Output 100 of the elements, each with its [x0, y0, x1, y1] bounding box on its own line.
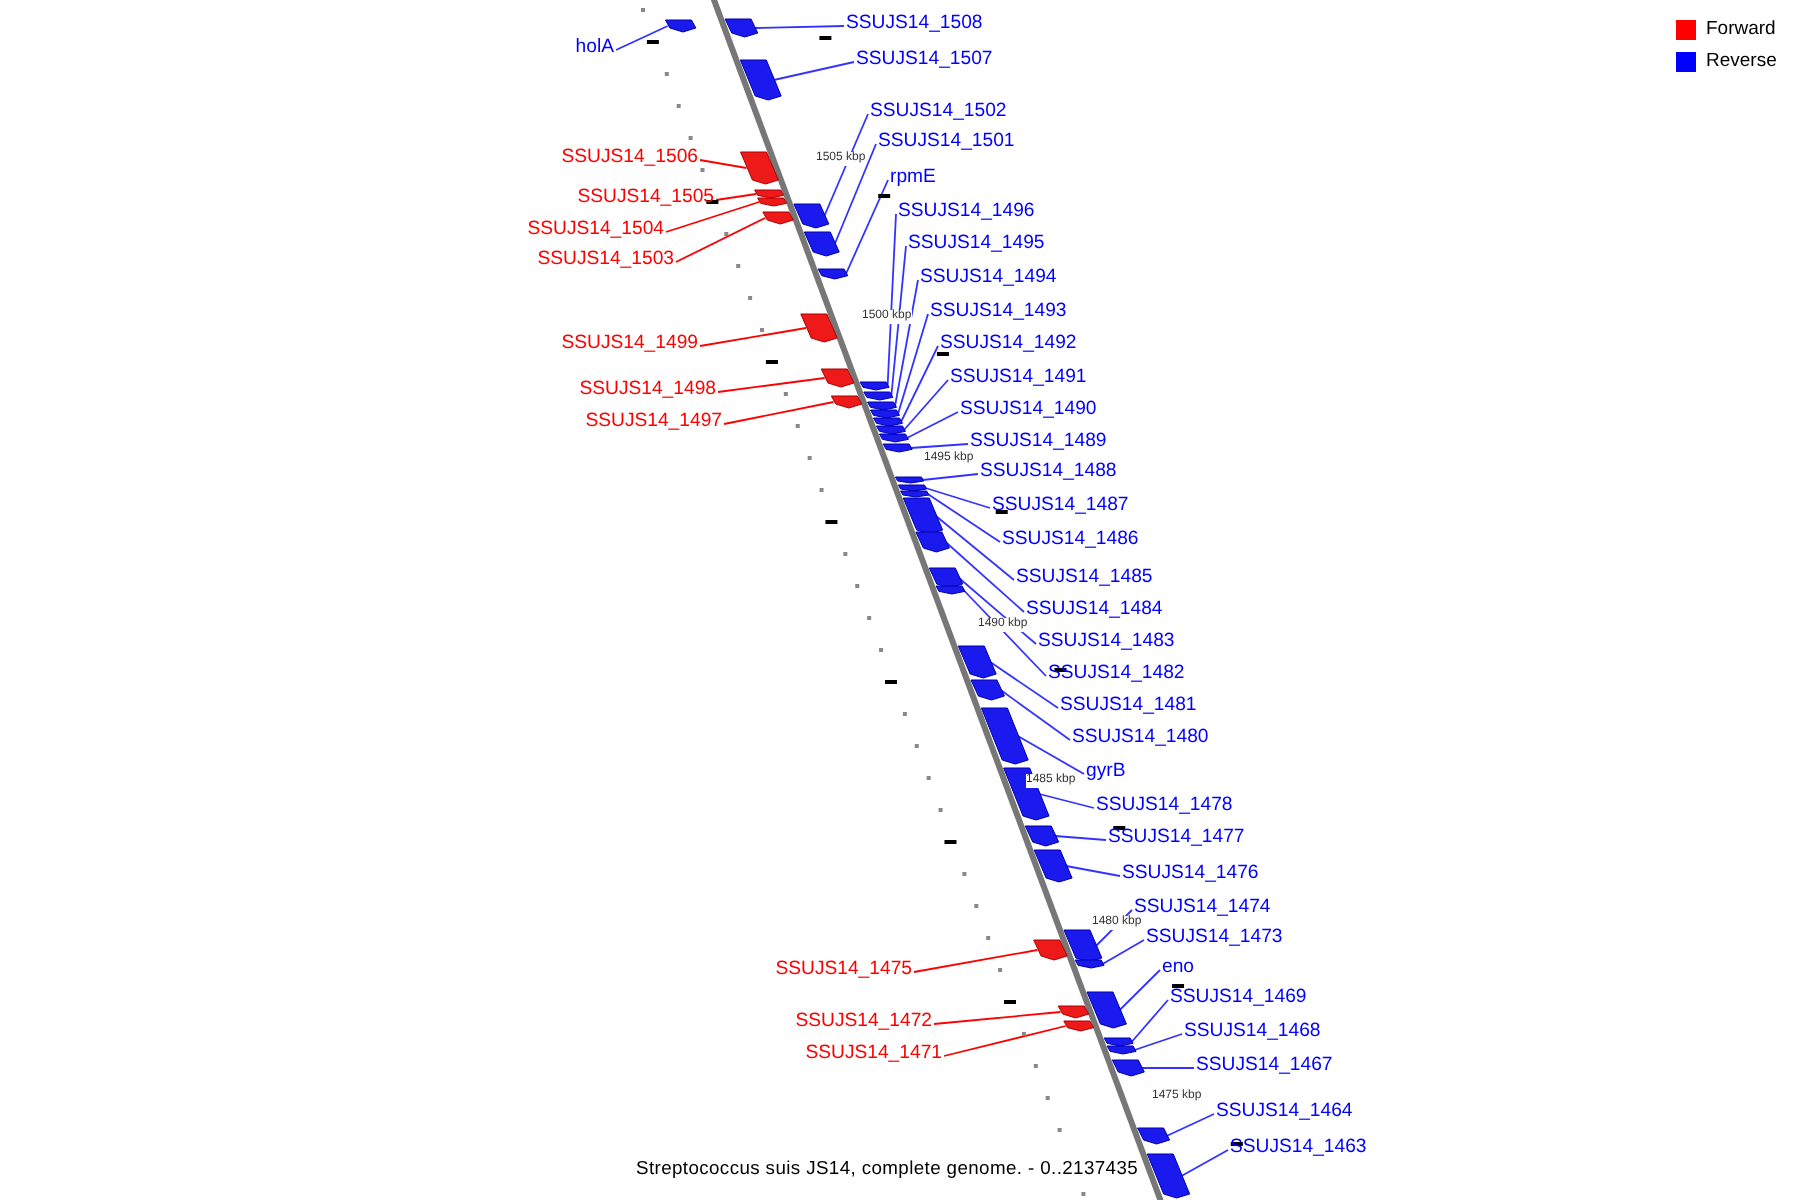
- gene-label: SSUJS14_1483: [1038, 632, 1175, 652]
- gene-block: [1033, 849, 1073, 883]
- gene-label: SSUJS14_1491: [950, 368, 1087, 388]
- gene-block: [800, 313, 838, 343]
- gene-label: SSUJS14_1477: [1108, 828, 1245, 848]
- leader-line: [675, 217, 766, 263]
- gene-label: SSUJS14_1478: [1096, 796, 1233, 816]
- gene-block: [1033, 939, 1068, 961]
- gene-label: SSUJS14_1488: [980, 462, 1117, 482]
- gene-label: gyrB: [1086, 762, 1126, 782]
- leader-line: [890, 245, 907, 397]
- gene-label: SSUJS14_1476: [1122, 864, 1259, 884]
- gene-label: rpmE: [890, 168, 936, 188]
- gene-block: [870, 409, 900, 419]
- gene-block: [739, 59, 782, 101]
- gene-label: SSUJS14_1495: [908, 234, 1045, 254]
- gene-block: [820, 368, 855, 388]
- gene-block: [830, 395, 863, 409]
- gene-label: SSUJS14_1481: [1060, 696, 1197, 716]
- leader-line: [699, 159, 748, 169]
- gene-block: [859, 381, 890, 391]
- leader-line: [1054, 835, 1107, 841]
- leader-line: [943, 1025, 1067, 1057]
- gene-block: [1063, 1020, 1095, 1032]
- leader-line: [944, 541, 1025, 613]
- gene-block: [762, 211, 794, 225]
- leader-line: [886, 213, 897, 387]
- gene-block: [863, 391, 894, 401]
- gene-block: [724, 18, 759, 38]
- gene-label: SSUJS14_1482: [1048, 664, 1185, 684]
- leader-line: [753, 25, 845, 29]
- leader-line: [772, 61, 855, 81]
- gene-label: SSUJS14_1505: [577, 188, 714, 208]
- gene-label: SSUJS14_1475: [775, 960, 912, 980]
- gene-block: [928, 567, 964, 589]
- gene-block: [894, 476, 925, 484]
- gene-block: [1086, 991, 1127, 1029]
- gene-label: SSUJS14_1485: [1016, 568, 1153, 588]
- gene-label: SSUJS14_1496: [898, 202, 1035, 222]
- gene-label: SSUJS14_1471: [805, 1044, 942, 1064]
- leader-line: [935, 515, 1015, 581]
- gene-block: [1003, 767, 1050, 821]
- gene-block: [740, 151, 779, 185]
- gene-block: [915, 531, 950, 553]
- leader-line: [989, 661, 1059, 709]
- leader-line: [909, 443, 969, 449]
- gene-block: [1024, 825, 1060, 847]
- caption: Streptococcus suis JS14, complete genome. - 0..2137435: [636, 1156, 1139, 1178]
- gene-label: SSUJS14_1493: [930, 302, 1067, 322]
- leader-line: [897, 313, 929, 415]
- gene-block: [1103, 1037, 1134, 1047]
- gene-label: SSUJS14_1502: [870, 102, 1007, 122]
- leader-line: [894, 279, 919, 407]
- leader-line: [1165, 1113, 1215, 1137]
- gene-label: SSUJS14_1494: [920, 268, 1057, 288]
- leader-line: [1016, 735, 1085, 775]
- gene-label: SSUJS14_1508: [846, 14, 983, 34]
- gene-label: SSUJS14_1472: [795, 1012, 932, 1032]
- gene-label: SSUJS14_1503: [537, 250, 674, 270]
- legend-label: Forward: [1706, 18, 1776, 40]
- leader-line: [717, 377, 826, 393]
- gene-block: [873, 417, 903, 427]
- gene-block: [1057, 1005, 1090, 1019]
- leader-line: [1180, 1149, 1229, 1177]
- gene-block: [935, 585, 966, 595]
- gene-block: [1137, 1127, 1171, 1145]
- gene-block: [875, 425, 906, 435]
- gene-block: [1146, 1153, 1191, 1199]
- leader-line: [900, 345, 939, 423]
- leader-line: [845, 179, 889, 275]
- gene-label: SSUJS14_1492: [940, 334, 1077, 354]
- leader-line: [715, 193, 758, 201]
- leader-line: [665, 201, 761, 233]
- leader-line: [615, 25, 669, 51]
- gene-label: SSUJS14_1507: [856, 50, 993, 70]
- leader-line: [913, 949, 1039, 973]
- gene-block: [1063, 929, 1103, 963]
- gene-label: SSUJS14_1498: [579, 380, 716, 400]
- gene-label: SSUJS14_1469: [1170, 988, 1307, 1008]
- gene-label: SSUJS14_1474: [1134, 898, 1271, 918]
- gene-label: SSUJS14_1501: [878, 132, 1015, 152]
- leader-line: [903, 379, 949, 431]
- gene-block: [793, 203, 830, 229]
- leader-line: [1118, 969, 1161, 1011]
- leader-line: [1038, 793, 1095, 809]
- gene-block: [957, 645, 997, 679]
- gene-label: SSUJS14_1464: [1216, 1102, 1353, 1122]
- legend-label: Reverse: [1706, 50, 1777, 72]
- leader-line: [906, 411, 959, 439]
- gene-block: [1106, 1045, 1137, 1055]
- gene-block: [803, 231, 840, 257]
- gene-label: SSUJS14_1480: [1072, 728, 1209, 748]
- leader-line: [1130, 999, 1169, 1043]
- gene-label: SSUJS14_1504: [527, 220, 664, 240]
- gene-block: [867, 401, 897, 411]
- leader-line: [999, 689, 1071, 741]
- gene-label: SSUJS14_1490: [960, 400, 1097, 420]
- gene-block: [980, 707, 1029, 765]
- leader-line: [1140, 1067, 1195, 1069]
- gene-label: SSUJS14_1486: [1002, 530, 1139, 550]
